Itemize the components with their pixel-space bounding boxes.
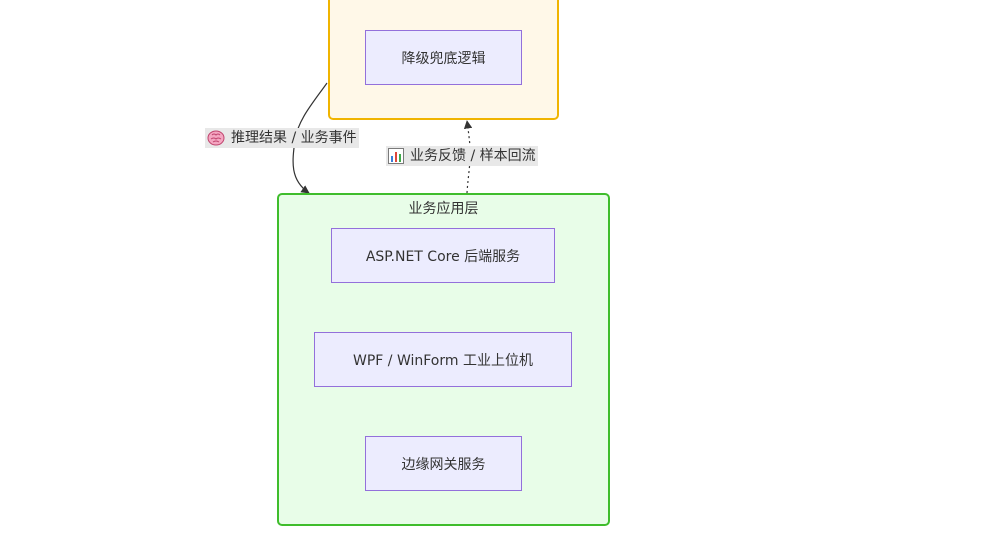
wpf-winform-node[interactable]: WPF / WinForm 工业上位机 xyxy=(314,332,572,387)
aspnet-backend-node[interactable]: ASP.NET Core 后端服务 xyxy=(331,228,555,283)
bar-chart-icon xyxy=(388,148,404,164)
cluster-title: 业务应用层 xyxy=(408,201,479,217)
brain-icon xyxy=(207,130,225,146)
edge-label-feedback-text: 业务反馈 / 样本回流 xyxy=(410,148,536,164)
fallback-logic-node[interactable]: 降级兜底逻辑 xyxy=(365,30,522,85)
edge-gateway-node[interactable]: 边缘网关服务 xyxy=(365,436,522,491)
edge-business-feedback xyxy=(463,120,473,194)
edge-label-feedback: 业务反馈 / 样本回流 xyxy=(386,146,538,166)
edge-label-inference-text: 推理结果 / 业务事件 xyxy=(231,130,357,146)
edge-label-inference: 推理结果 / 业务事件 xyxy=(205,128,359,148)
